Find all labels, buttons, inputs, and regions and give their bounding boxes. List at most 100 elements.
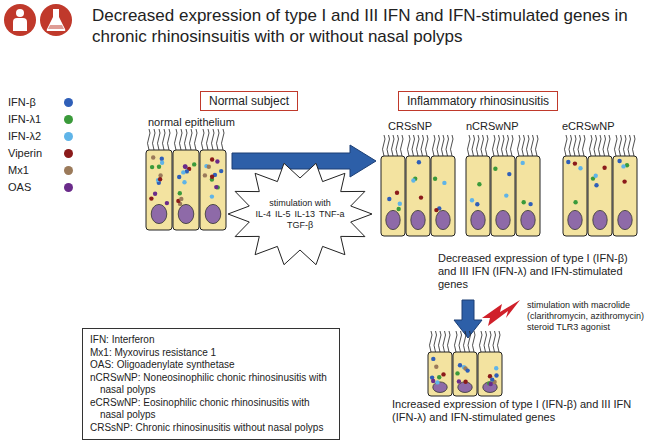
ifn-dot — [470, 198, 474, 202]
node-text: Inflammatory rhinosinusitis — [407, 94, 549, 108]
cell — [381, 135, 405, 236]
ifn-dot — [151, 155, 155, 159]
nucleus — [496, 210, 510, 229]
cilium — [387, 135, 390, 156]
cilium — [217, 129, 220, 150]
cilium — [527, 135, 530, 156]
ifn-dot — [165, 201, 169, 205]
ifn-dot — [177, 175, 181, 179]
label-text: CRSsNP — [388, 120, 432, 132]
cilium — [202, 129, 205, 150]
cilium — [408, 135, 411, 156]
cell-body — [613, 156, 637, 236]
cilium — [412, 135, 415, 156]
ifn-dot — [215, 159, 219, 163]
ifn-dot — [594, 174, 598, 178]
abbreviation-box: IFN: InterferonMx1: Myxovirus resistance… — [82, 328, 340, 440]
cilium — [619, 135, 622, 156]
label-text: eCRSwNP — [562, 120, 615, 132]
cilium — [569, 135, 572, 156]
ifn-dot — [158, 173, 162, 177]
node-text: TNF-a — [319, 209, 345, 220]
ifn-dot — [578, 166, 582, 170]
legend-swatch — [64, 115, 73, 124]
cell — [200, 129, 226, 230]
cilium — [603, 135, 606, 156]
cell-body — [428, 352, 452, 396]
cilium — [185, 129, 188, 150]
cilium — [574, 135, 577, 156]
ifn-dot — [573, 161, 577, 165]
cell-body — [588, 156, 612, 236]
cilium — [468, 331, 471, 352]
ifn-dot — [431, 357, 435, 361]
ifn-dot — [433, 177, 437, 181]
nucleus — [521, 210, 535, 229]
cilium — [518, 135, 521, 156]
cell — [613, 135, 637, 236]
cilium — [195, 129, 198, 150]
legend-swatch — [64, 149, 73, 158]
cell-body — [173, 150, 199, 230]
cell — [588, 135, 612, 236]
node-text: OAS: Oligoadenylate synthetase — [90, 359, 332, 372]
nucleus — [411, 210, 425, 229]
ifn-dot — [160, 157, 164, 161]
ifn-dot — [507, 172, 511, 176]
person-icon — [4, 4, 36, 36]
cilium — [578, 135, 581, 156]
cell-body — [466, 156, 490, 236]
ifn-dot — [417, 160, 421, 164]
starburst — [228, 163, 372, 264]
node-text: IL-4 — [255, 209, 271, 220]
label-text: stimulation with macrolide (clarithromyc… — [527, 300, 647, 333]
cilium — [493, 331, 496, 352]
nucleus — [471, 210, 485, 229]
cilium — [590, 135, 593, 156]
cilium — [565, 135, 568, 156]
cell-body — [453, 352, 477, 396]
node-text: IL-5 — [275, 209, 291, 220]
ifn-dot — [594, 183, 598, 187]
legend-swatch — [64, 166, 73, 175]
cilium — [430, 331, 433, 352]
cell — [563, 135, 587, 236]
cell — [431, 135, 455, 236]
cell-body — [200, 150, 226, 230]
cilium — [615, 135, 618, 156]
cilium — [473, 331, 476, 352]
cilium — [489, 331, 492, 352]
cell-body — [381, 156, 405, 236]
ifn-dot — [210, 175, 214, 179]
legend-text: IFN-λ1 — [8, 113, 41, 125]
ifn-dot — [477, 182, 481, 186]
big-arrow — [232, 145, 376, 177]
cilium — [437, 135, 440, 156]
cilium — [497, 135, 500, 156]
legend-text: Viperin — [8, 147, 42, 159]
cell — [173, 129, 199, 230]
cilium — [511, 135, 514, 156]
cilium — [608, 135, 611, 156]
label-text: nCRSwNP — [466, 120, 519, 132]
ifn-dot — [494, 373, 498, 377]
nucleus — [618, 210, 632, 229]
cilium — [383, 135, 386, 156]
cilium — [401, 135, 404, 156]
ifn-dot — [617, 159, 621, 163]
label-text: Decreased expression of type I (IFN-β) a… — [438, 252, 646, 291]
cilium — [506, 135, 509, 156]
cilium — [434, 331, 437, 352]
ifn-dot — [181, 170, 185, 174]
ifn-dot — [493, 167, 497, 171]
node-text: nCRSwNP: Noneosinophilic chonic rhinosin… — [90, 372, 332, 397]
cilium — [531, 135, 534, 156]
flask-icon — [40, 4, 72, 36]
cilium — [624, 135, 627, 156]
ifn-dot — [441, 372, 445, 376]
node-text: IFN: Interferon — [90, 334, 332, 347]
cilium — [426, 135, 429, 156]
ifn-dot — [183, 165, 187, 169]
cilium — [464, 331, 467, 352]
